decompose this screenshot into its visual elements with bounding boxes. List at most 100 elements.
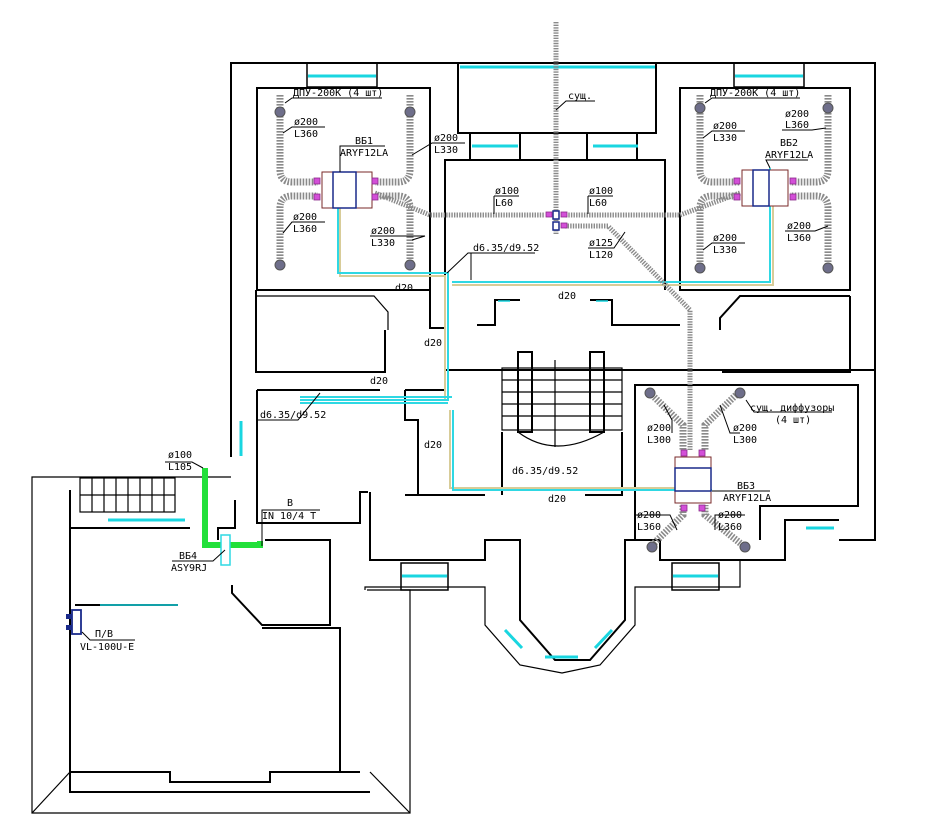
connector-icon — [560, 211, 568, 218]
label-existing-top: сущ. — [568, 91, 592, 102]
label-duct-len: L360 — [787, 233, 811, 244]
label-pv-name: П/В — [95, 629, 113, 640]
unit-center-tee — [552, 210, 560, 220]
window-bay-right — [593, 628, 614, 650]
label-duct-dia: ø200 — [371, 226, 395, 237]
label-vb1-name: ВБ1 — [355, 136, 373, 147]
duct-vb2-br — [790, 192, 832, 265]
stair-left-wing — [79, 477, 176, 513]
duct-vb1-center — [374, 190, 545, 218]
corridor-room-right-bottom — [722, 296, 851, 373]
unit-vb4 — [220, 534, 231, 566]
label-vb2-name: ВБ2 — [780, 138, 798, 149]
connector-icon — [680, 504, 688, 512]
connector-icon — [733, 177, 741, 185]
labels: ДПУ-200К (4 шт) ø200 L360 ø200 L330 ø200… — [80, 88, 834, 653]
label-duct-len: L60 — [495, 198, 513, 209]
lw-inner-room — [231, 539, 331, 626]
connector-icon — [560, 222, 568, 229]
unit-pv — [71, 609, 82, 635]
drain-pipe-vb3 — [449, 410, 675, 489]
room-vb3 — [634, 384, 859, 540]
connector-icon — [680, 449, 688, 457]
unit-pv-port — [66, 625, 72, 630]
label-duct-dia: ø100 — [168, 450, 192, 461]
label-duct-len: L120 — [589, 250, 613, 261]
label-vb3-name: ВБ3 — [737, 481, 755, 492]
connector-icon — [698, 449, 706, 457]
diffuser-icon — [644, 387, 656, 399]
label-duct-dia: ø200 — [733, 423, 757, 434]
walls — [31, 62, 876, 814]
label-pv-model: VL-100U-E — [80, 642, 134, 653]
label-duct-len: L360 — [785, 120, 809, 131]
duct-vb3-tl — [647, 390, 687, 450]
inner-wall-left-wing — [69, 490, 370, 793]
label-duct-dia: ø200 — [293, 212, 317, 223]
label-duct-len: L300 — [733, 435, 757, 446]
wall-mid-a — [429, 290, 445, 329]
wall-mid-b — [477, 299, 520, 326]
diffuser-icon — [274, 106, 286, 118]
duct-vb3-tr — [701, 390, 741, 450]
room-vb2 — [679, 87, 851, 291]
lw-right-wall — [262, 627, 341, 772]
label-duct-len: L330 — [713, 133, 737, 144]
label-drain: d20 — [424, 440, 442, 451]
diffuser-icon — [739, 541, 751, 553]
ducts — [202, 22, 832, 550]
stair-frame — [501, 367, 623, 431]
label-duct-dia: ø200 — [434, 133, 458, 144]
label-drain: d20 — [558, 291, 576, 302]
label-duct-dia: ø200 — [294, 117, 318, 128]
duct-center-to-vb3 — [565, 223, 693, 450]
stair-landing — [517, 431, 605, 447]
duct-vb2-tl — [696, 95, 740, 186]
unit-vb3-core — [674, 467, 712, 492]
label-drain: d20 — [548, 494, 566, 505]
label-duct-len: L360 — [293, 224, 317, 235]
duct-vb1-tr — [375, 95, 414, 186]
lower-wall-bay — [364, 560, 741, 674]
label-dpu-left: ДПУ-200К (4 шт) — [293, 88, 383, 99]
label-drain: d20 — [395, 283, 413, 294]
diffuser-icon — [694, 262, 706, 274]
connector-icon — [789, 193, 797, 201]
wall-mid-c — [590, 299, 680, 326]
connector-icon — [733, 193, 741, 201]
connector-icon — [313, 177, 321, 185]
corner-diag-right — [369, 771, 411, 814]
label-duct-dia: ø200 — [647, 423, 671, 434]
label-duct-dia: ø100 — [589, 186, 613, 197]
unit-vb2-core — [752, 169, 770, 207]
duct-vb1-bl — [276, 192, 318, 265]
label-drain: d20 — [370, 376, 388, 387]
label-duct-len: L330 — [713, 245, 737, 256]
label-duct-dia: ø200 — [713, 233, 737, 244]
label-pipe: d6.35/d9.52 — [512, 466, 578, 477]
label-duct-len: L330 — [434, 145, 458, 156]
room-mid-wall — [404, 390, 419, 495]
drain-pipe-vb1 — [339, 205, 446, 400]
label-duct-len: L105 — [168, 462, 192, 473]
unit-center-tee-2 — [552, 221, 560, 231]
lower-wall-outer — [369, 492, 839, 661]
center-top-block — [457, 62, 657, 134]
label-duct-dia: ø200 — [713, 121, 737, 132]
lw-top-wall — [69, 515, 190, 529]
label-duct-dia: ø200 — [637, 510, 661, 521]
diffuser-icon — [822, 262, 834, 274]
label-fan-model: IN 10/4 T — [262, 511, 316, 522]
label-pipe: d6.35/d9.52 — [260, 410, 326, 421]
connector-icon — [313, 193, 321, 201]
lw-mid-wall — [217, 500, 236, 540]
corner-diag-left — [31, 771, 71, 814]
label-duct-dia: ø200 — [785, 109, 809, 120]
room-b — [256, 390, 368, 524]
label-duct-dia: ø125 — [589, 238, 613, 249]
label-duct-dia: ø200 — [718, 510, 742, 521]
label-fan-name: В — [287, 498, 293, 509]
label-duct-len: L360 — [718, 522, 742, 533]
diffuser-icon — [646, 541, 658, 553]
